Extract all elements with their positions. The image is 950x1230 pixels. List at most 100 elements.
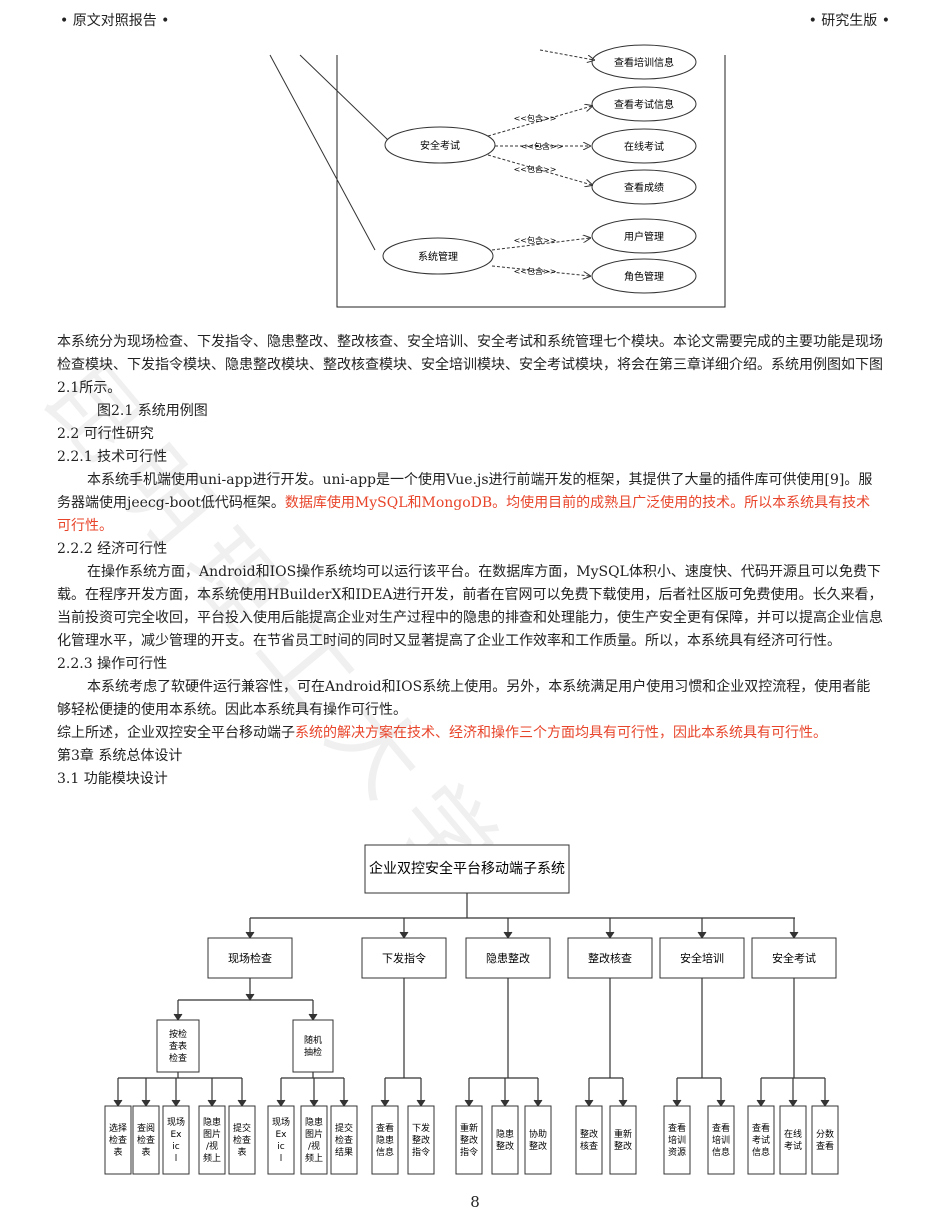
- leaf-label: 培训: [712, 1134, 730, 1146]
- root-node-label: 企业双控安全平台移动端子系统: [369, 860, 565, 877]
- leaf-node: [779, 1105, 807, 1175]
- module-node: [751, 937, 837, 979]
- usecase-role-manage: [591, 258, 697, 294]
- sub-node-check-table: [156, 1019, 200, 1073]
- leaf-node: [104, 1105, 132, 1175]
- leaf-label: 整改: [460, 1134, 478, 1146]
- leaf-label: 整改: [614, 1140, 632, 1152]
- leaf-label: 重新: [460, 1122, 478, 1134]
- leaf-label: 频上: [203, 1152, 221, 1164]
- leaf-node: [132, 1105, 160, 1175]
- paragraph: 本系统分为现场检查、下发指令、隐患整改、整改核查、安全培训、安全考试和系统管理七…: [57, 334, 883, 396]
- leaf-label: 图片: [305, 1128, 323, 1140]
- leaf-label: 隐患: [305, 1116, 323, 1128]
- leaf-node: [198, 1105, 226, 1175]
- chapter-heading: 第3章 系统总体设计: [57, 748, 183, 764]
- leaf-label: 查看: [752, 1122, 770, 1134]
- usecase-label: 查看培训信息: [614, 56, 674, 69]
- leaf-label: 分数: [816, 1128, 834, 1140]
- paragraph-red: 数据库使用MySQL和MongoDB。均使用目前的成熟且广泛使用的技术。所以本系…: [57, 495, 871, 534]
- leaf-label: 查看: [376, 1122, 394, 1134]
- leaf-node: [300, 1105, 328, 1175]
- leaf-node: [228, 1105, 256, 1175]
- leaf-node: [371, 1105, 399, 1175]
- usecase-label: 查看成绩: [624, 181, 664, 194]
- include-label: <<包含>>: [514, 164, 557, 174]
- module-node: [567, 937, 653, 979]
- usecase-safety-exam: [384, 126, 496, 164]
- module-node-label: 隐患整改: [486, 951, 530, 965]
- module-node-label: 现场检查: [228, 951, 272, 965]
- include-label: <<包含>>: [514, 266, 557, 276]
- leaf-label: Ex: [170, 1130, 182, 1140]
- leaf-label: 信息: [752, 1146, 770, 1158]
- leaf-node: [330, 1105, 358, 1175]
- leaf-label: 指令: [460, 1146, 478, 1158]
- leaf-label: 现场: [167, 1117, 185, 1128]
- usecase-label: 在线考试: [624, 140, 664, 153]
- section-heading: 2.2.3 操作可行性: [57, 656, 168, 672]
- section-heading: 2.2.1 技术可行性: [57, 449, 168, 465]
- leaf-label: 在线: [784, 1128, 802, 1140]
- leaf-label: 协助: [529, 1128, 547, 1140]
- leaf-node: [707, 1105, 735, 1175]
- leaf-label: 选择: [109, 1122, 127, 1134]
- leaf-label: 指令: [412, 1146, 430, 1158]
- paragraph: 本系统考虑了软硬件运行兼容性，可在Android和IOS系统上使用。另外，本系统…: [57, 679, 871, 718]
- leaf-label: 查阅: [137, 1122, 155, 1134]
- figure-caption: 图2.1 系统用例图: [97, 403, 208, 419]
- paragraph-black: 本系统手机端使用uni-app进行开发。uni-app是一个使用Vue.js进行…: [57, 472, 873, 511]
- section-heading: 2.2.2 经济可行性: [57, 541, 168, 557]
- leaf-label: 隐患: [376, 1134, 394, 1146]
- leaf-label: 考试: [752, 1134, 770, 1146]
- leaf-label: 重新: [614, 1128, 632, 1140]
- section-heading: 2.2 可行性研究: [57, 426, 154, 442]
- module-node-label: 安全培训: [680, 951, 724, 965]
- usecase-label: 查看考试信息: [614, 98, 674, 111]
- leaf-label: Ex: [275, 1130, 287, 1140]
- leaf-node: [455, 1105, 483, 1175]
- leaf-label: 整改: [529, 1140, 547, 1152]
- leaf-label: 表: [237, 1146, 246, 1158]
- module-node: [361, 937, 447, 979]
- module-node: [465, 937, 551, 979]
- module-tree-diagram: 企业双控安全平台移动端子系统现场检查下发指令隐患整改整改核查安全培训安全考试按检…: [104, 844, 839, 1175]
- leaf-label: 表: [141, 1146, 150, 1158]
- leaf-label: /视: [206, 1140, 218, 1152]
- usecase-user-manage: [591, 218, 697, 254]
- include-label: <<包含>>: [514, 235, 557, 245]
- usecase-label: 安全考试: [420, 139, 460, 152]
- leaf-node: [663, 1105, 691, 1175]
- leaf-label: /视: [308, 1140, 320, 1152]
- usecase-online-exam: [591, 128, 697, 164]
- leaf-label: 查看: [816, 1140, 834, 1152]
- leaf-node: [491, 1105, 519, 1175]
- module-node-label: 下发指令: [382, 951, 426, 965]
- leaf-label: 考试: [784, 1140, 802, 1152]
- leaf-node: [609, 1105, 637, 1175]
- paragraph: 在操作系统方面，Android和IOS操作系统均可以运行该平台。在数据库方面，M…: [57, 564, 883, 649]
- leaf-label: 按检: [169, 1028, 187, 1040]
- leaf-label: 抽检: [304, 1046, 322, 1058]
- module-node-label: 整改核查: [588, 951, 632, 965]
- header-left: • 原文对照报告 •: [60, 13, 170, 29]
- body-text: 本系统分为现场检查、下发指令、隐患整改、整改核查、安全培训、安全考试和系统管理七…: [57, 331, 883, 791]
- leaf-label: 查看: [712, 1122, 730, 1134]
- leaf-node: [407, 1105, 435, 1175]
- section-heading: 3.1 功能模块设计: [57, 771, 168, 787]
- leaf-node: [575, 1105, 603, 1175]
- leaf-label: 检查: [169, 1052, 187, 1064]
- paragraph: 本系统手机端使用uni-app进行开发。uni-app是一个使用Vue.js进行…: [57, 469, 883, 538]
- include-label: <<包含>>: [521, 141, 564, 151]
- leaf-label: 整改: [412, 1134, 430, 1146]
- paragraph: 综上所述，企业双控安全平台移动端子系统的解决方案在技术、经济和操作三个方面均具有…: [57, 722, 883, 745]
- leaf-label: 隐患: [496, 1128, 514, 1140]
- leaf-label: 下发: [412, 1122, 430, 1134]
- leaf-label: 信息: [712, 1146, 730, 1158]
- leaf-node: [747, 1105, 775, 1175]
- use-case-diagram: 查看培训信息 查看考试信息 安全考试 在线考试 查看成绩 系统管理 用户管理 角…: [269, 30, 730, 308]
- leaf-node: [811, 1105, 839, 1175]
- leaf-label: 检查: [335, 1134, 353, 1146]
- leaf-label: 结果: [335, 1146, 353, 1158]
- usecase-sys-manage: [382, 237, 494, 275]
